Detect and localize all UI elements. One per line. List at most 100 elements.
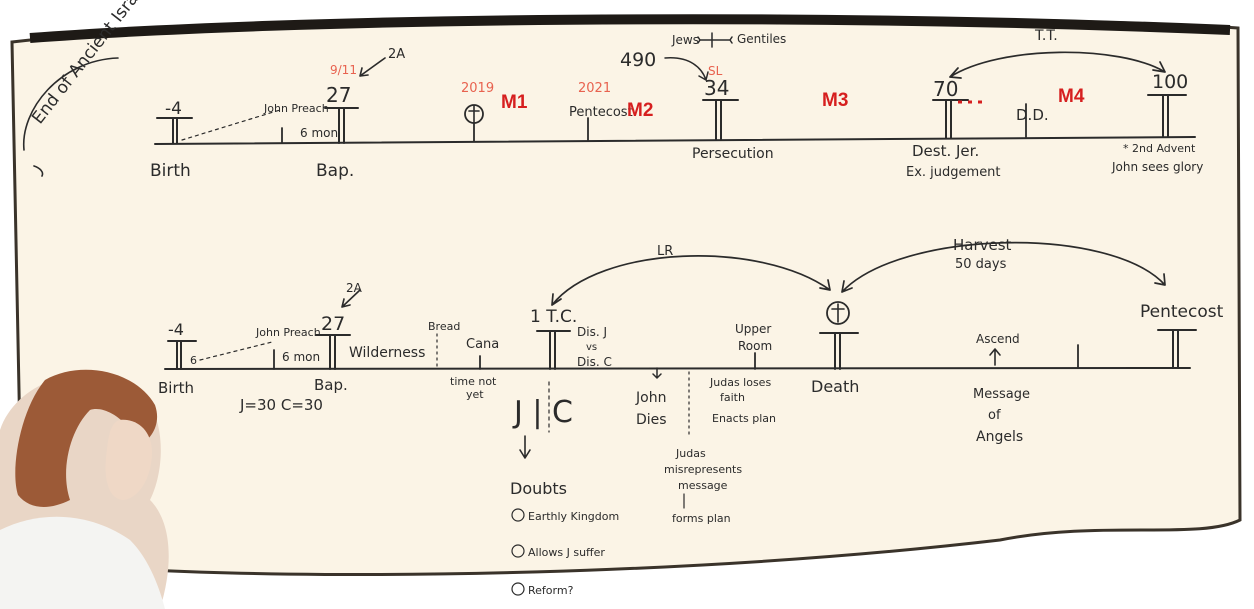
t1-year-70: 70 (933, 77, 958, 101)
t2-bap-label: Bap. (314, 376, 348, 394)
t1-34-marker (702, 99, 739, 141)
t2-birth-dotted (199, 341, 273, 361)
t1-jews: Jews (671, 33, 699, 47)
t2-ascend: Ascend (976, 332, 1020, 346)
t2-jc-big: J | C (512, 395, 573, 430)
board-top-edge (29, 14, 1231, 43)
t1-2a: 2A (388, 47, 405, 62)
t1-second-advent: * 2nd Advent (1123, 142, 1196, 155)
marker-m2: M2 (627, 100, 653, 121)
t2-2a: 2A (346, 281, 363, 295)
t1-cross-icon (468, 105, 480, 123)
t1-birth-marker (156, 117, 193, 144)
t2-bap-year: 27 (321, 313, 345, 335)
t2-cana: Cana (466, 337, 499, 352)
t1-490: 490 (620, 49, 656, 71)
t1-bap-marker (324, 107, 359, 144)
t2-birth-marker (167, 340, 197, 370)
t1-100-marker (1147, 94, 1187, 138)
t2-ascend-arrow (989, 348, 1001, 366)
t2-six: 6 (190, 354, 197, 367)
t2-six-mon: 6 mon (282, 350, 320, 364)
t2-itc-marker (536, 330, 571, 370)
t2-bap-marker (315, 334, 351, 370)
t2-harvest-arc (841, 241, 1166, 293)
t2-j-c-30: J=30 C=30 (239, 396, 323, 414)
t2-dis-j: Dis. J (577, 325, 607, 339)
timeline-2-axis (164, 367, 1191, 370)
t2-birth-label: Birth (158, 379, 194, 397)
t2-judas-m3: message (678, 479, 728, 492)
t2-birth-year: -4 (168, 320, 184, 339)
t2-doubt-bullet-2 (511, 544, 525, 558)
t1-bap-year: 27 (326, 83, 351, 107)
t2-yet: yet (466, 388, 484, 401)
t1-year-100: 100 (1152, 71, 1188, 93)
t1-bap-label: Bap. (316, 161, 354, 181)
t2-judas-m4: forms plan (672, 512, 731, 525)
t2-judas-m1: Judas (675, 447, 706, 460)
t1-tt: T.T. (1034, 28, 1058, 44)
presenter-shirt (0, 516, 165, 609)
t2-wilderness: Wilderness (349, 345, 425, 361)
marker-m1: M1 (501, 92, 528, 113)
t2-vs: vs (586, 342, 597, 353)
t2-pentecost: Pentecost (1140, 302, 1224, 322)
t2-faith: faith (720, 391, 745, 404)
t2-death-cross-icon (831, 303, 845, 323)
t2-angels: Angels (976, 429, 1023, 445)
t1-sl-red: SL (708, 64, 723, 78)
t2-lr-arc (551, 255, 831, 306)
t1-year-34: 34 (704, 76, 729, 100)
t2-death-marker (819, 332, 859, 370)
t1-persecution: Persecution (692, 146, 774, 162)
t1-john-preach: John Preach (263, 102, 329, 115)
t1-2a-arrow (359, 57, 386, 77)
t2-pentecost-marker (1157, 329, 1197, 369)
presenter-hair (15, 369, 158, 507)
presenter-figure (0, 369, 169, 609)
t2-death-circle (826, 301, 850, 325)
t2-message: Message (973, 387, 1030, 402)
t2-room: Room (738, 339, 772, 353)
corner-title-rule (23, 57, 119, 177)
board-surface (10, 15, 1242, 577)
t2-bread: Bread (428, 320, 460, 333)
t2-upper: Upper (735, 322, 771, 336)
t1-pentecost-label: Pentecost (569, 105, 633, 120)
t1-pentecost-red-year: 2021 (578, 81, 611, 96)
t2-itc: 1 T.C. (530, 307, 577, 327)
t1-tt-arc (949, 51, 1166, 79)
presenter-face (105, 419, 152, 500)
timeline-2: -4 6 Birth John Preach 6 mon 27 2A Bap. … (158, 236, 1224, 597)
t2-john: John (635, 390, 666, 406)
t2-death: Death (811, 377, 859, 396)
t1-birth-dotted (181, 109, 281, 141)
marker-m3: M3 (822, 90, 848, 111)
t2-50-days: 50 days (955, 257, 1007, 272)
t1-490-arrow (664, 57, 709, 81)
t2-2a-arrow (341, 289, 361, 308)
t1-jews-gentiles-arrow (697, 32, 733, 48)
t2-judas-loses: Judas loses (709, 376, 771, 389)
t2-john-dies-arrow (652, 367, 662, 379)
t2-time-not: time not (450, 375, 497, 388)
t2-doubts: Doubts (510, 479, 567, 498)
t2-doubt-1: Earthly Kingdom (528, 510, 619, 523)
t2-enacts-plan: Enacts plan (712, 412, 776, 425)
t2-dies: Dies (636, 412, 667, 428)
t2-dis-c: Dis. C (577, 355, 612, 369)
timeline-1-axis (154, 136, 1196, 145)
t1-cross-red-year: 2019 (461, 81, 494, 96)
t2-of: of (988, 408, 1001, 423)
t2-jc-down-arrow (519, 435, 531, 459)
t2-doubt-bullet-3 (511, 582, 525, 596)
t1-dest-jer: Dest. Jer. (912, 142, 979, 160)
t2-lr: LR (657, 244, 673, 259)
t2-doubt-3: Reform? (528, 584, 574, 597)
t1-birth-year: -4 (165, 99, 182, 119)
t1-70-marker (932, 99, 969, 139)
t2-doubt-bullet-1 (511, 508, 525, 522)
t1-dd: D.D. (1016, 106, 1049, 124)
